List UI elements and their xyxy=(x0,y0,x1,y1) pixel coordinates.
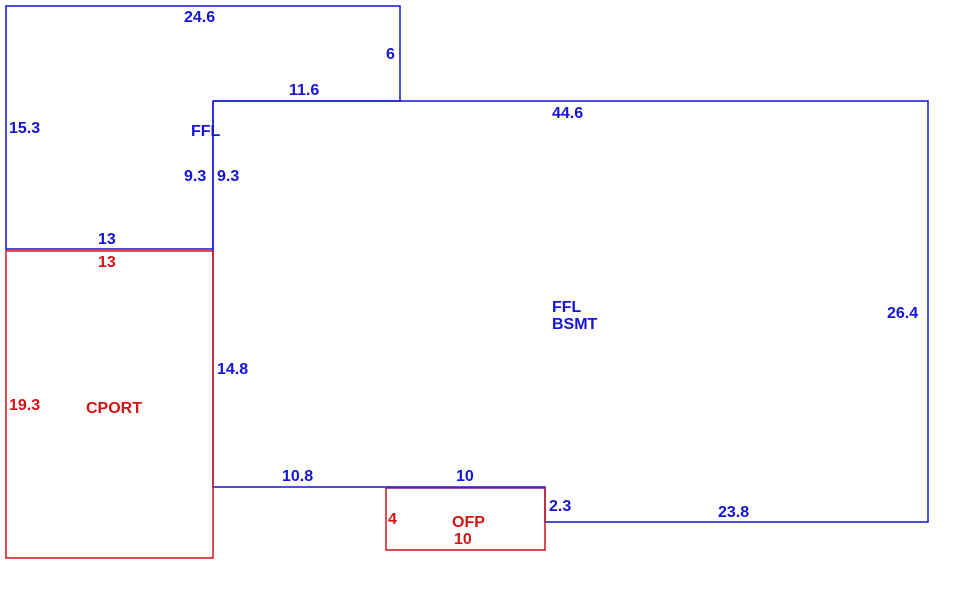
dim-upper-right-step: 6 xyxy=(386,46,395,63)
dim-main-inner: 9.3 xyxy=(217,168,239,185)
dim-upper-lower-top: 11.6 xyxy=(289,82,319,99)
dim-main-left-lower: 14.8 xyxy=(217,361,248,378)
dim-porch-bottom: 10 xyxy=(454,531,472,548)
dim-main-bottom-right: 23.8 xyxy=(718,504,749,521)
dim-main-bottom-porch: 10 xyxy=(456,468,474,485)
dim-upper-left-side: 15.3 xyxy=(9,120,40,137)
dim-main-top: 44.6 xyxy=(552,105,583,122)
dim-carport-left: 19.3 xyxy=(9,397,40,414)
label-carport: CPORT xyxy=(86,400,142,417)
dim-upper-bottom: 13 xyxy=(98,231,116,248)
dim-main-right: 26.4 xyxy=(887,305,918,322)
dim-porch-left: 4 xyxy=(388,511,397,528)
label-upper-left-ffl: FFL xyxy=(191,123,221,140)
carport-outline xyxy=(5,250,214,559)
dim-main-bottom-left: 10.8 xyxy=(282,468,313,485)
label-porch: OFP xyxy=(452,514,485,531)
porch-outline xyxy=(385,488,546,551)
dim-main-step: 2.3 xyxy=(549,498,571,515)
label-main-ffl: FFL xyxy=(552,299,582,316)
label-main-bsmt: BSMT xyxy=(552,316,598,333)
dim-upper-inner: 9.3 xyxy=(184,168,206,185)
dim-carport-top: 13 xyxy=(98,254,116,271)
dim-upper-top: 24.6 xyxy=(184,9,215,26)
